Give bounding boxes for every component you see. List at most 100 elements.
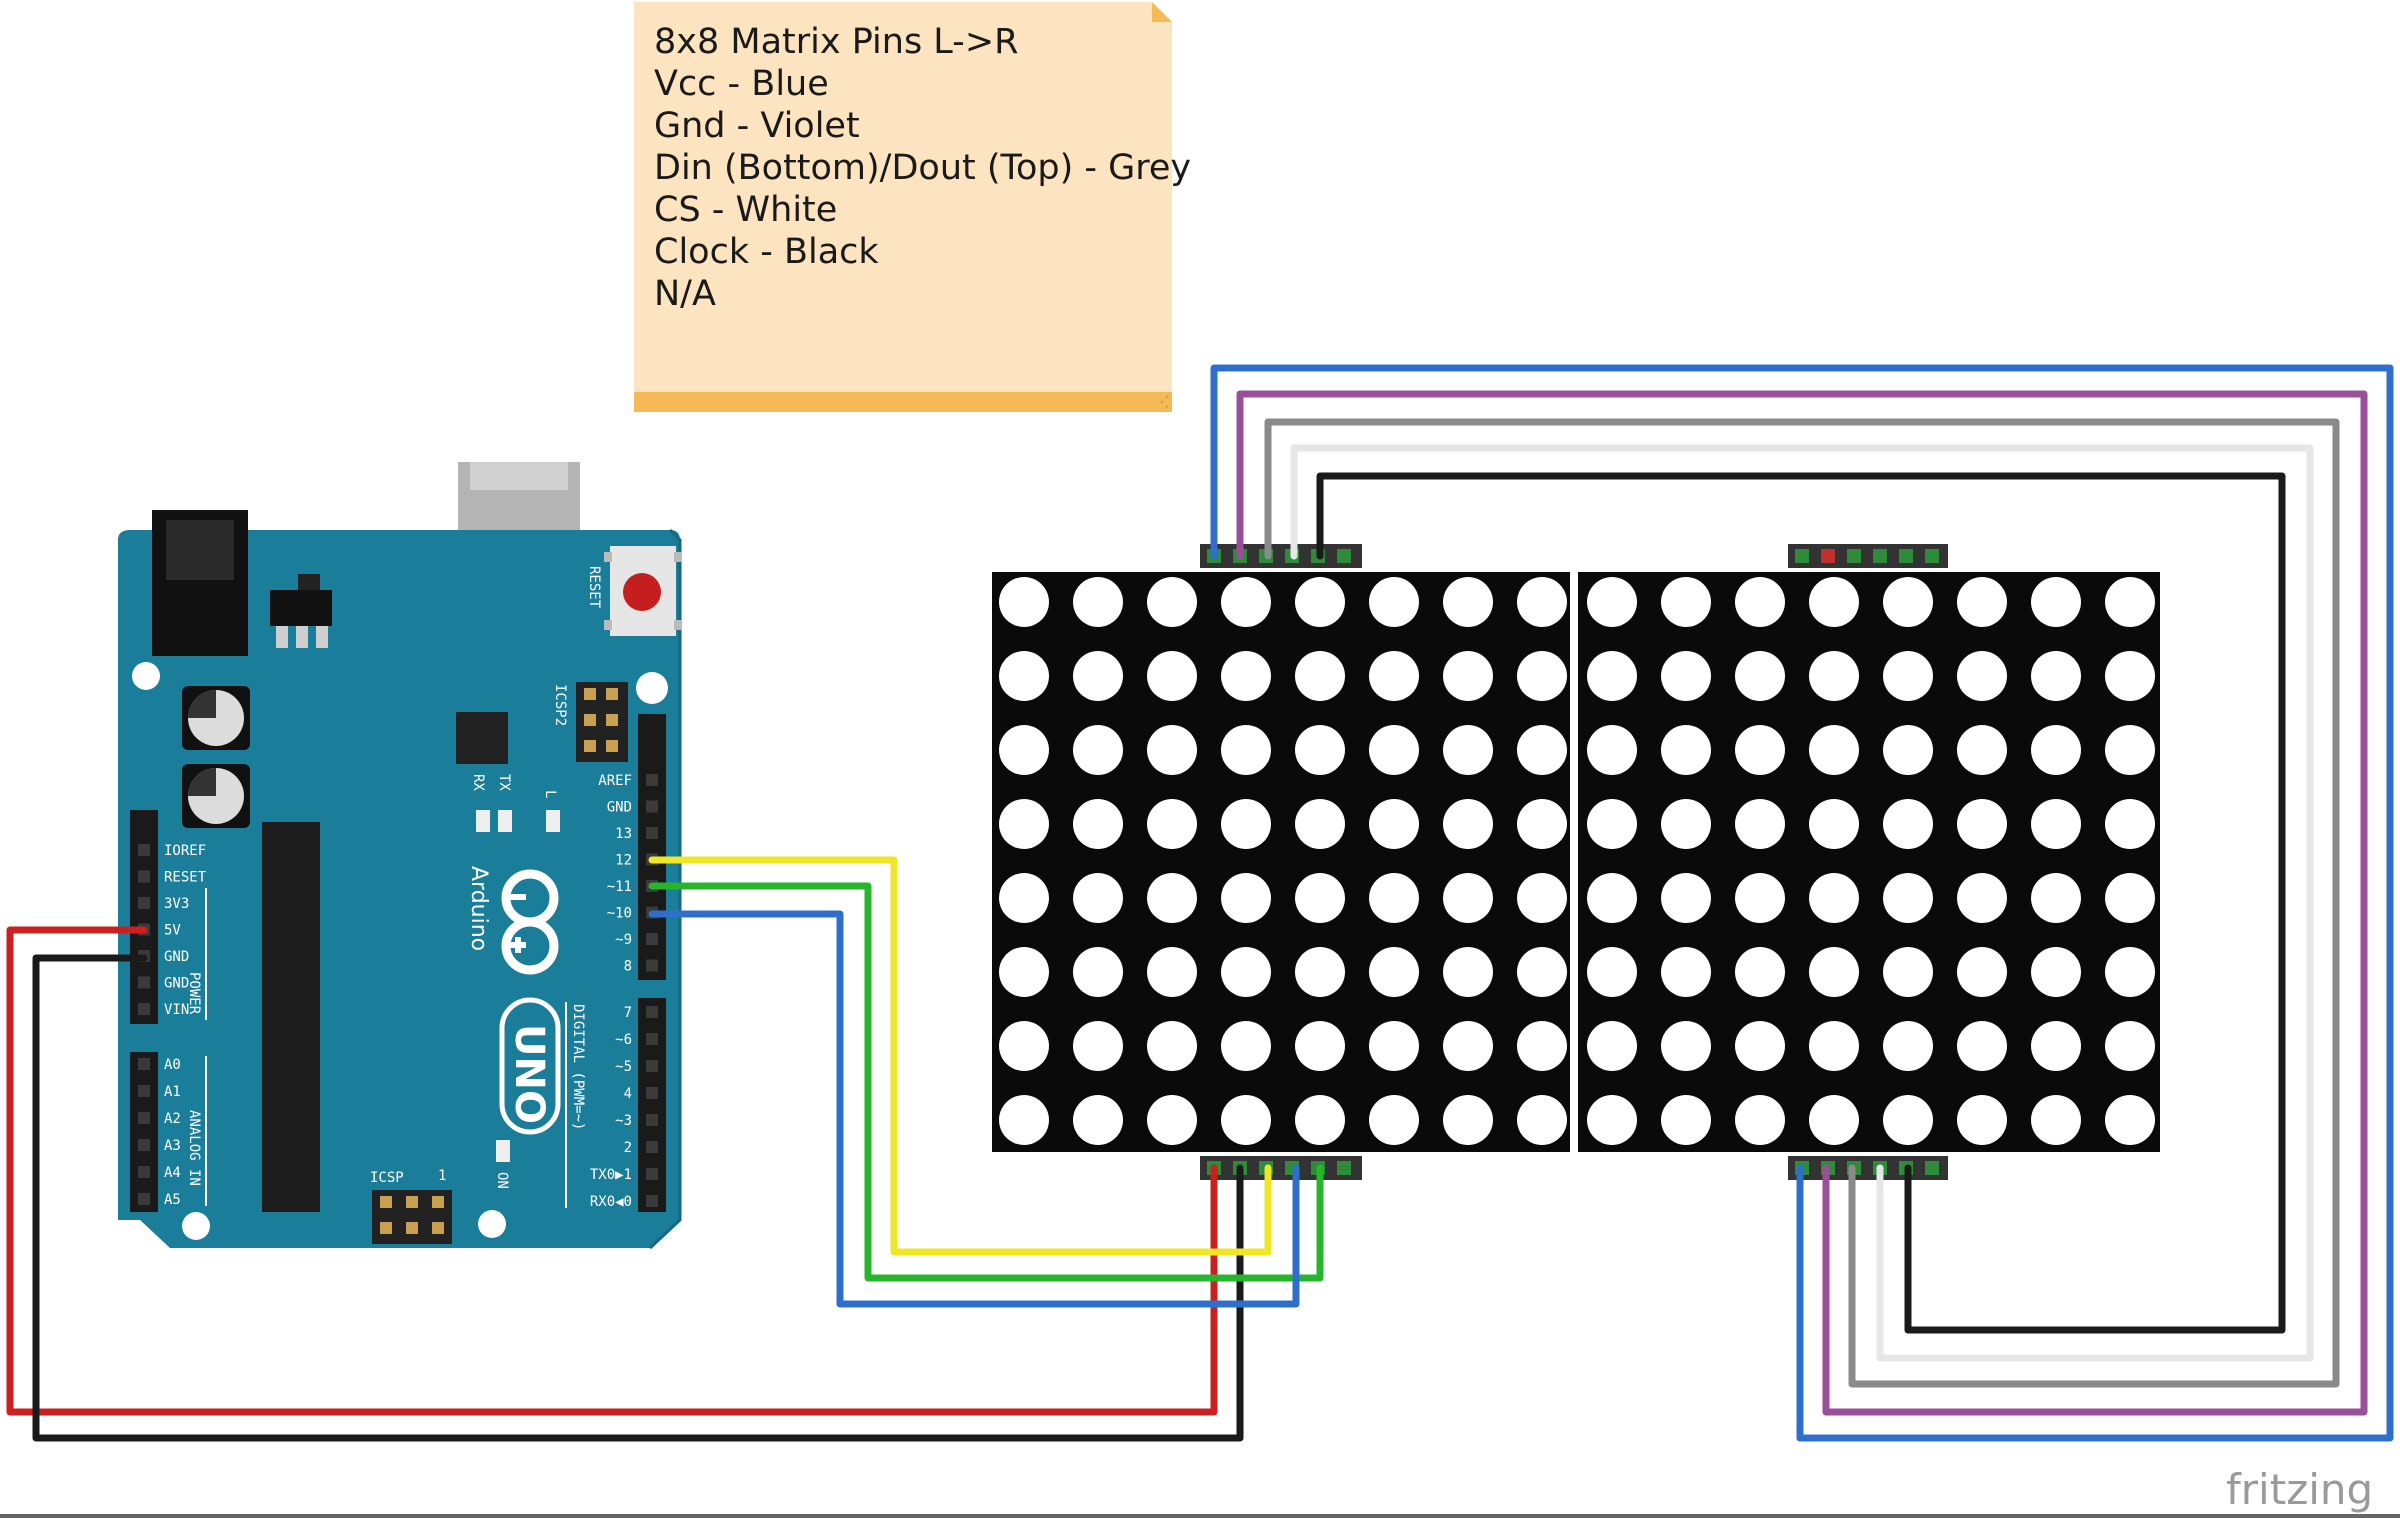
matrix-led [1883,799,1933,849]
reset-button[interactable] [604,546,682,636]
header-hole[interactable] [646,800,658,813]
header-hole[interactable] [646,1033,658,1045]
pin-label: VIN [164,1002,189,1018]
wire-yellow-12[interactable] [648,856,1272,1256]
arduino-logo [501,869,559,975]
pin-label: IOREF [164,843,206,859]
matrix2-bottom-header[interactable] [1788,1156,1948,1180]
matrix2-top-header[interactable] [1788,544,1948,568]
matrix-led [1073,577,1123,627]
matrix-led [1809,1021,1859,1071]
header-hole[interactable] [138,1112,150,1124]
wire-red-5v[interactable] [6,926,1218,1416]
header-pin[interactable] [1899,549,1913,563]
wire-blue-vcc[interactable] [1210,364,2394,1442]
header-hole[interactable] [646,1195,658,1207]
header-hole[interactable] [138,870,150,883]
header-pin[interactable] [1337,549,1351,563]
wire-black-clock[interactable] [1316,472,2286,1334]
matrix-led [1957,1021,2007,1071]
wire-black-gnd[interactable] [32,954,1244,1442]
header-pin[interactable] [1821,549,1835,563]
wire-violet-gnd[interactable] [1236,390,2368,1416]
note-line-cs: CS - White [654,190,837,230]
header-pin[interactable] [1337,1161,1351,1175]
matrix-led [1661,651,1711,701]
digital-header-top[interactable] [638,714,666,980]
header-hole[interactable] [138,1193,150,1205]
matrix-led [999,1095,1049,1145]
uno-logo: UNO [499,997,561,1135]
pin-label: A5 [164,1192,181,1208]
matrix-led [1809,799,1859,849]
capacitor [182,686,250,750]
pin-label: A1 [164,1084,181,1100]
capacitor [182,764,250,828]
led-matrix-module-1[interactable] [992,572,1570,1152]
header-pin[interactable] [1847,549,1861,563]
pin-label: A4 [164,1165,181,1181]
matrix-led [1587,651,1637,701]
header-hole[interactable] [138,1166,150,1178]
wire-green-11[interactable] [648,882,1324,1282]
header-hole[interactable] [646,1060,658,1072]
icsp-label: ICSP [370,1170,404,1186]
digital-header-bottom[interactable] [638,998,666,1212]
pin-label: ~6 [615,1032,632,1048]
note-line-din: Din (Bottom)/Dout (Top) - Grey [654,148,1191,188]
header-hole[interactable] [646,1168,658,1180]
header-hole[interactable] [138,1085,150,1097]
matrix-led [2031,947,2081,997]
matrix-led [1883,725,1933,775]
sticky-note[interactable]: 8x8 Matrix Pins L->R Vcc - Blue Gnd - Vi… [634,2,1191,412]
wire-blue-10[interactable] [648,910,1300,1308]
pin-label: A3 [164,1138,181,1154]
matrix-led [1295,799,1345,849]
header-hole[interactable] [138,1058,150,1070]
matrix-led [1735,873,1785,923]
matrix-led [1295,1021,1345,1071]
matrix1-top-header[interactable] [1200,544,1362,568]
matrix-led [1073,651,1123,701]
header-hole[interactable] [646,774,658,786]
header-hole[interactable] [646,933,658,945]
wire-grey-dout[interactable] [1264,418,2340,1388]
header-hole[interactable] [646,1006,658,1018]
pin-label: ~5 [615,1059,632,1075]
matrix-led [1295,577,1345,627]
matrix-led [1735,651,1785,701]
header-hole[interactable] [138,844,150,856]
header-hole[interactable] [646,959,658,972]
header-hole[interactable] [138,976,150,989]
matrix-led [1661,873,1711,923]
pin-label: A2 [164,1111,181,1127]
analog-in-label: ANALOG IN [186,1110,202,1186]
matrix-led [2105,947,2155,997]
header-hole[interactable] [138,1139,150,1151]
led-matrix-module-2[interactable] [1578,572,2160,1152]
matrix-led [1221,947,1271,997]
header-hole[interactable] [138,897,150,909]
header-hole[interactable] [646,1087,658,1099]
matrix-led [2105,873,2155,923]
header-hole[interactable] [138,1003,150,1015]
matrix-led [1147,873,1197,923]
header-pin[interactable] [1925,1161,1939,1175]
header-pin[interactable] [1873,549,1887,563]
header-pin[interactable] [1795,549,1809,563]
header-pin[interactable] [1925,549,1939,563]
wire-white-cs[interactable] [1290,444,2314,1362]
analog-header[interactable] [130,1052,158,1212]
matrix-led [1147,1021,1197,1071]
matrix1-bottom-header[interactable] [1200,1156,1362,1180]
matrix-led [1295,1095,1345,1145]
matrix-led [1957,577,2007,627]
power-header[interactable] [130,810,158,1024]
header-hole[interactable] [646,827,658,839]
matrix-led [1735,725,1785,775]
matrix-led [1735,1095,1785,1145]
header-hole[interactable] [646,1141,658,1153]
header-hole[interactable] [646,1114,658,1126]
arduino-uno-board[interactable]: RESET ICSP2 TX RX L Arduino [118,462,682,1250]
